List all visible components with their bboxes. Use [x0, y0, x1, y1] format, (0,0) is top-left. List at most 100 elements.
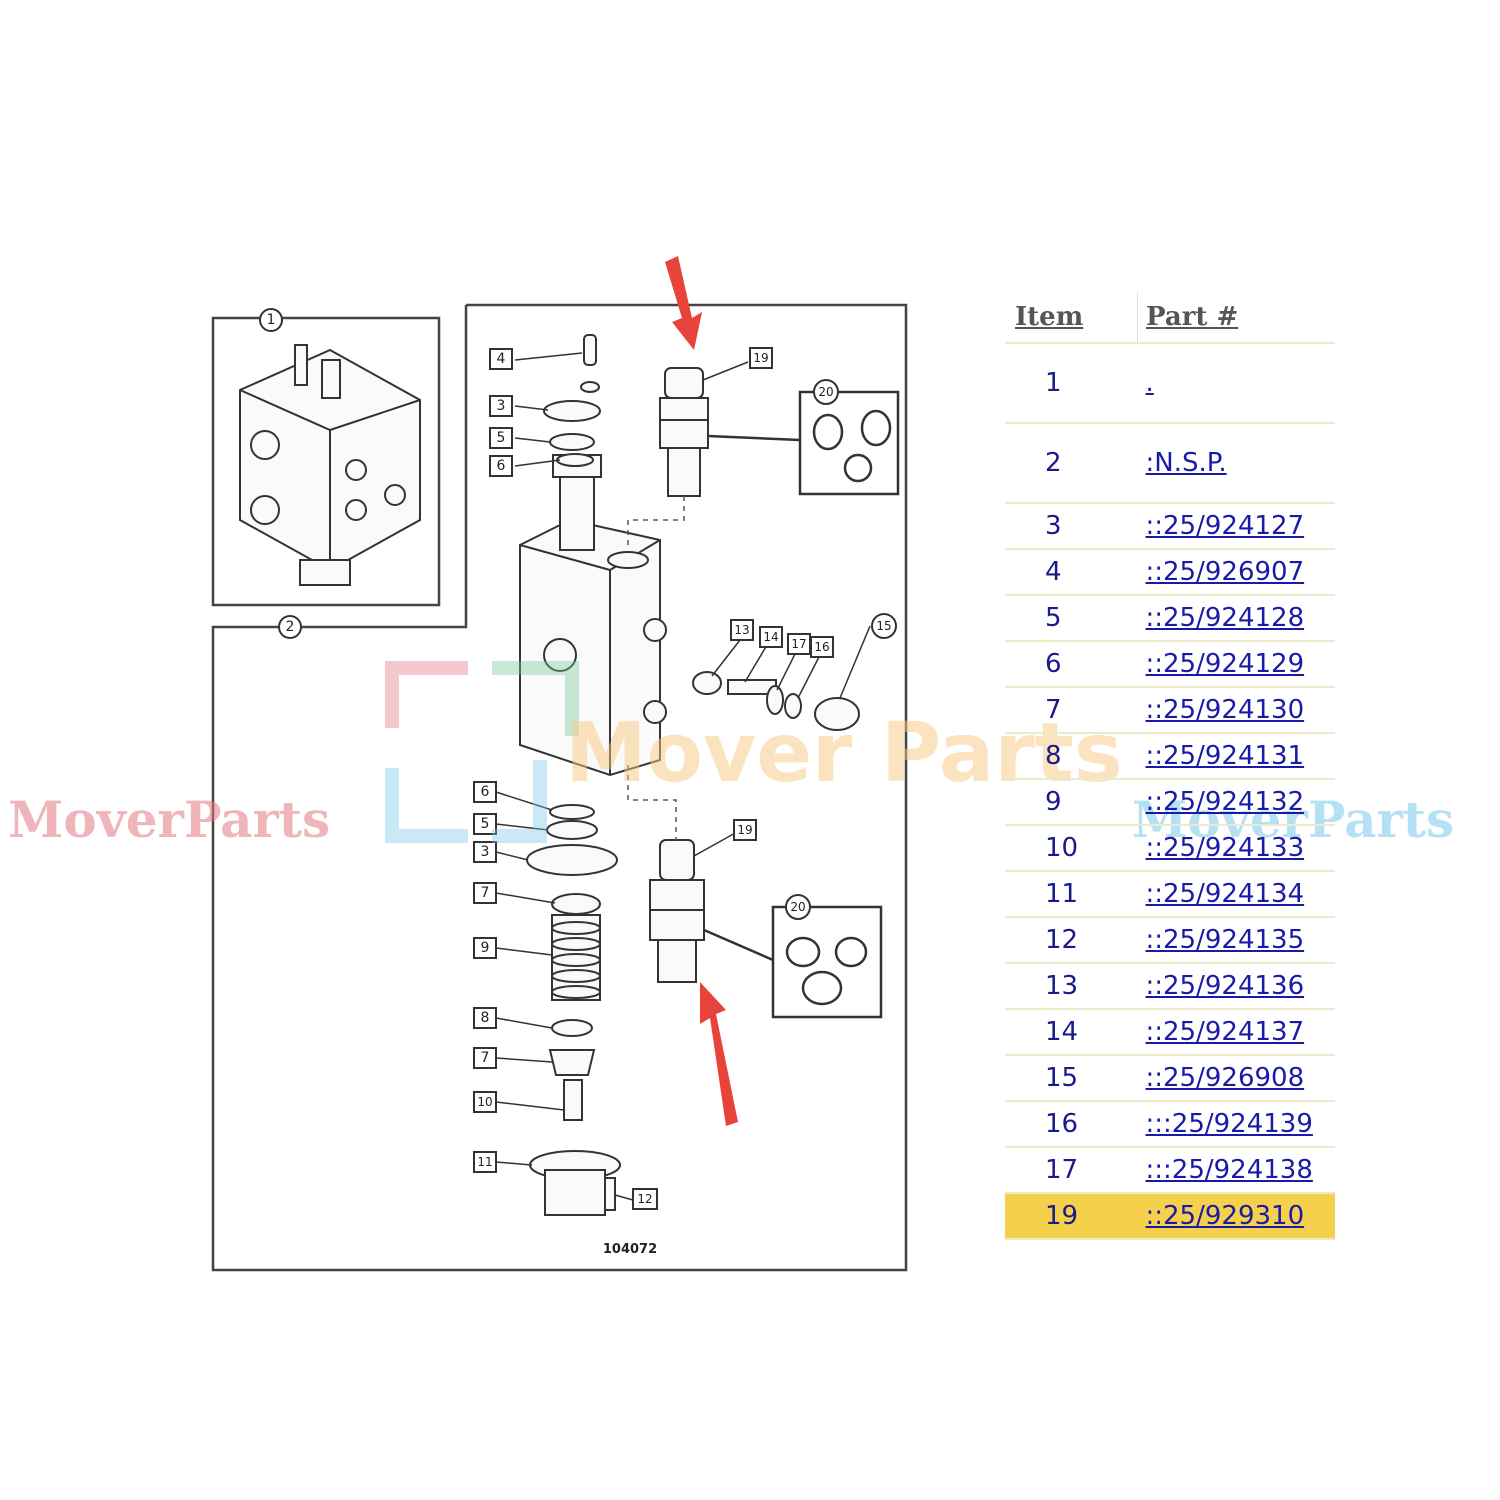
- watermark-logo: [385, 661, 579, 843]
- item-number: 17: [1005, 1147, 1138, 1194]
- callout-9: 9: [481, 940, 490, 956]
- part-number-link[interactable]: ::25/924128: [1145, 603, 1305, 633]
- item-number: 2: [1005, 423, 1138, 504]
- table-row: 9::25/924132: [1005, 779, 1335, 826]
- arrow-down-icon: [665, 256, 702, 350]
- part-number-link[interactable]: ::25/924135: [1145, 925, 1305, 955]
- part-number-link[interactable]: :N.S.P.: [1145, 448, 1227, 478]
- callout-1-circle: [259, 308, 283, 332]
- callout-badges: [259, 308, 897, 1210]
- callout-2-circle: [278, 615, 302, 639]
- part-number-link[interactable]: ::25/924134: [1145, 879, 1305, 909]
- drawing-number: 104072: [603, 1242, 657, 1257]
- item-number: 11: [1005, 871, 1138, 918]
- callout-2: 2: [286, 619, 295, 635]
- part-column-header[interactable]: Part #: [1137, 292, 1335, 344]
- item-number: 16: [1005, 1101, 1138, 1148]
- item-number: 7: [1005, 687, 1138, 734]
- callout-15: 15: [876, 619, 891, 633]
- item-number: 13: [1005, 963, 1138, 1010]
- red-arrows: [665, 256, 738, 1126]
- callout-8: 8: [481, 1010, 490, 1026]
- callout-labels: 1 2 4 3 5 6 19 20 13 14 17 16 15 6 5 3 7…: [267, 312, 892, 1206]
- part-number-link[interactable]: ::25/924129: [1145, 649, 1305, 679]
- bottom-stack-parts: [526, 804, 621, 1216]
- part-number-link[interactable]: :::25/924139: [1145, 1109, 1313, 1139]
- table-row: 8::25/924131: [1005, 733, 1335, 780]
- table-row: 3::25/924127: [1005, 503, 1335, 550]
- item-number: 9: [1005, 779, 1138, 826]
- table-row: 14::25/924137: [1005, 1009, 1335, 1056]
- parts-table: Item Part # 1. 2:N.S.P. 3::25/924127 4::…: [1005, 292, 1335, 1240]
- check-valve-parts: [692, 671, 860, 731]
- part-number-link[interactable]: ::25/926907: [1145, 557, 1305, 587]
- part-number-link[interactable]: ::25/924137: [1145, 1017, 1305, 1047]
- table-row: 5::25/924128: [1005, 595, 1335, 642]
- table-row: 2:N.S.P.: [1005, 423, 1335, 504]
- item-number: 15: [1005, 1055, 1138, 1102]
- callout-6: 6: [497, 458, 506, 474]
- table-row: 17:::25/924138: [1005, 1147, 1335, 1194]
- callout-5-lower: 5: [481, 816, 490, 832]
- callout-11: 11: [477, 1155, 492, 1169]
- callout-13: 13: [734, 623, 749, 637]
- callout-19-top: 19: [753, 351, 768, 365]
- part-number-link[interactable]: ::25/926908: [1145, 1063, 1305, 1093]
- callout-1: 1: [267, 312, 276, 328]
- callout-14: 14: [763, 630, 778, 644]
- callout-6-lower: 6: [481, 784, 490, 800]
- table-row: 15::25/926908: [1005, 1055, 1335, 1102]
- part-number-link[interactable]: ::25/924131: [1145, 741, 1305, 771]
- diagram-frames: [211, 303, 908, 1272]
- table-row-highlighted: 19::25/929310: [1005, 1193, 1335, 1240]
- callout-10: 10: [477, 1095, 492, 1109]
- valve-body-drawing: [519, 454, 667, 777]
- part-number-link[interactable]: :::25/924138: [1145, 1155, 1313, 1185]
- item-number: 8: [1005, 733, 1138, 780]
- table-row: 16:::25/924139: [1005, 1101, 1335, 1148]
- relief-valve-top: [659, 367, 709, 497]
- table-row: 1.: [1005, 343, 1335, 424]
- item-number: 1: [1005, 343, 1138, 424]
- callout-4: 4: [497, 351, 506, 367]
- part-number-link[interactable]: ::25/924136: [1145, 971, 1305, 1001]
- table-row: 6::25/924129: [1005, 641, 1335, 688]
- callout-7: 7: [481, 885, 490, 901]
- part-number-link[interactable]: ::25/924133: [1145, 833, 1305, 863]
- watermark-text-left: MoverParts: [8, 790, 331, 849]
- callout-12: 12: [637, 1192, 652, 1206]
- callout-16: 16: [814, 640, 829, 654]
- item-number: 6: [1005, 641, 1138, 688]
- item-number: 14: [1005, 1009, 1138, 1056]
- part-number-link[interactable]: ::25/924127: [1145, 511, 1305, 541]
- table-row: 4::25/926907: [1005, 549, 1335, 596]
- item-number: 5: [1005, 595, 1138, 642]
- part-number-link[interactable]: ::25/924132: [1145, 787, 1305, 817]
- seal-kit-boxes: [703, 390, 900, 1019]
- callout-3-lower: 3: [481, 844, 490, 860]
- relief-valve-bottom: [649, 839, 705, 983]
- callout-3: 3: [497, 398, 506, 414]
- valve-assembly-drawing: [239, 344, 421, 586]
- table-row: 10::25/924133: [1005, 825, 1335, 872]
- table-row: 13::25/924136: [1005, 963, 1335, 1010]
- callout-20-bottom: 20: [790, 900, 805, 914]
- item-number: 3: [1005, 503, 1138, 550]
- table-row: 12::25/924135: [1005, 917, 1335, 964]
- item-number: 12: [1005, 917, 1138, 964]
- dashed-guides: [627, 496, 685, 840]
- callout-7-lower: 7: [481, 1050, 490, 1066]
- callout-20-top: 20: [818, 385, 833, 399]
- callout-19-bottom: 19: [737, 823, 752, 837]
- part-number-link[interactable]: ::25/929310: [1145, 1201, 1305, 1231]
- part-number-link[interactable]: .: [1145, 368, 1154, 398]
- callout-5: 5: [497, 430, 506, 446]
- arrow-up-icon: [700, 982, 738, 1126]
- table-row: 7::25/924130: [1005, 687, 1335, 734]
- part-number-link[interactable]: ::25/924130: [1145, 695, 1305, 725]
- item-column-header[interactable]: Item: [1005, 292, 1138, 344]
- table-row: 11::25/924134: [1005, 871, 1335, 918]
- item-number: 19: [1005, 1193, 1138, 1240]
- callout-17: 17: [791, 637, 806, 651]
